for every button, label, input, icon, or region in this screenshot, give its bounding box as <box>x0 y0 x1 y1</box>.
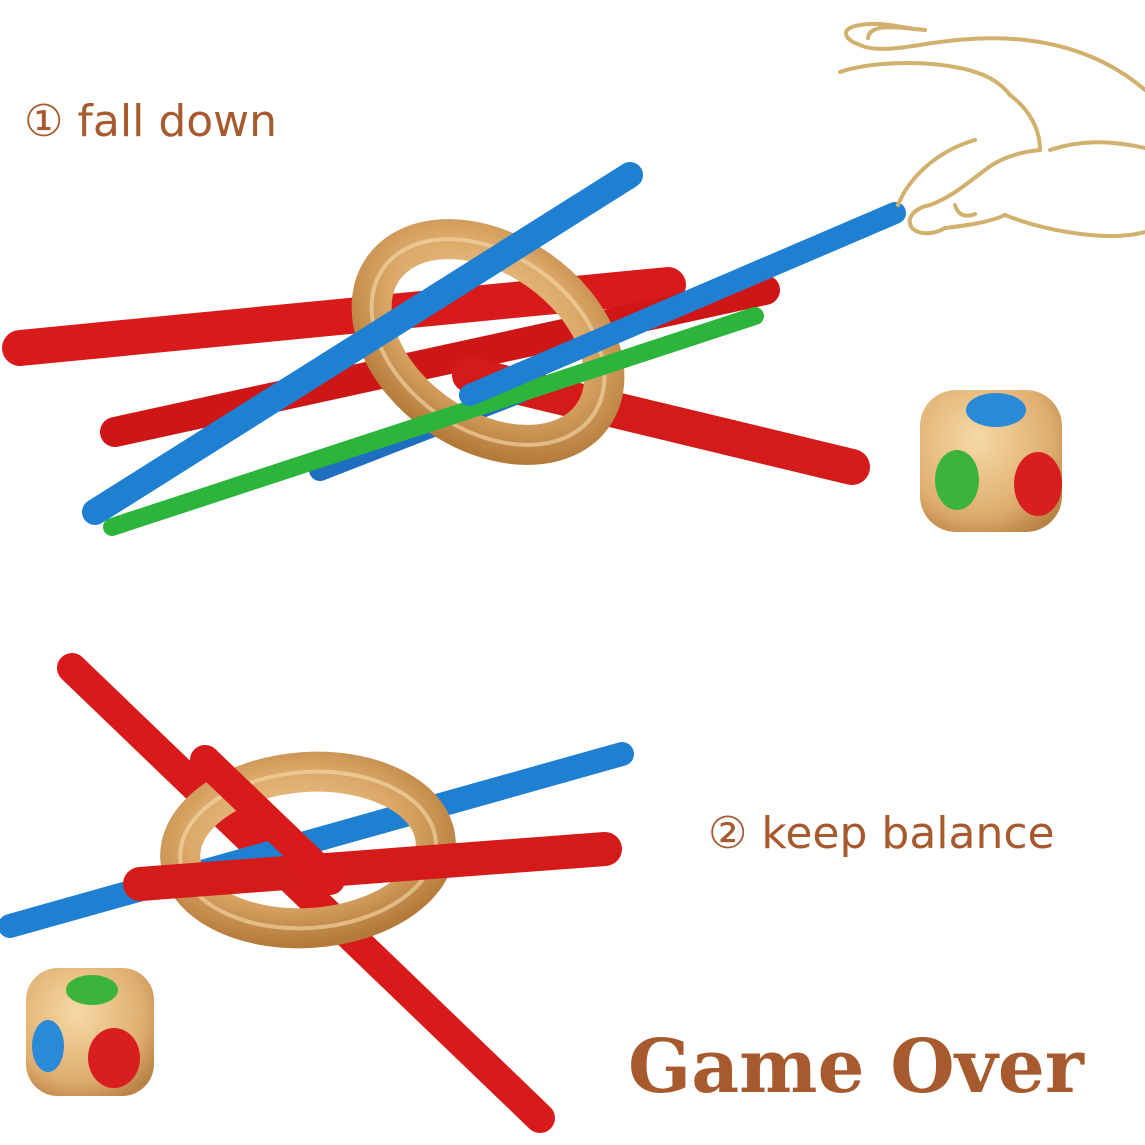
step-keep-balance-caption: ② keep balance <box>708 808 1055 859</box>
die-face-green <box>935 450 979 510</box>
red-stick <box>190 745 345 895</box>
blue-stick <box>0 742 634 938</box>
game-over-title: Game Over <box>628 1024 1084 1110</box>
hand-icon <box>838 21 1145 238</box>
color-die <box>26 968 154 1096</box>
wooden-ring-highlight <box>178 769 438 931</box>
blue-stick <box>82 162 643 525</box>
green-stick <box>103 307 764 536</box>
die-face-red <box>88 1028 140 1088</box>
die-face-red <box>1014 452 1062 516</box>
die-face-green <box>66 975 118 1005</box>
top-scene <box>2 21 1145 536</box>
die-face-blue <box>32 1020 64 1072</box>
die-face-blue <box>966 393 1026 427</box>
step-fall-down-caption: ① fall down <box>24 96 278 147</box>
bottom-scene <box>0 653 634 1133</box>
red-stick <box>123 832 622 901</box>
blue-stick <box>459 202 906 406</box>
red-stick <box>57 653 555 1133</box>
color-die <box>920 390 1062 532</box>
